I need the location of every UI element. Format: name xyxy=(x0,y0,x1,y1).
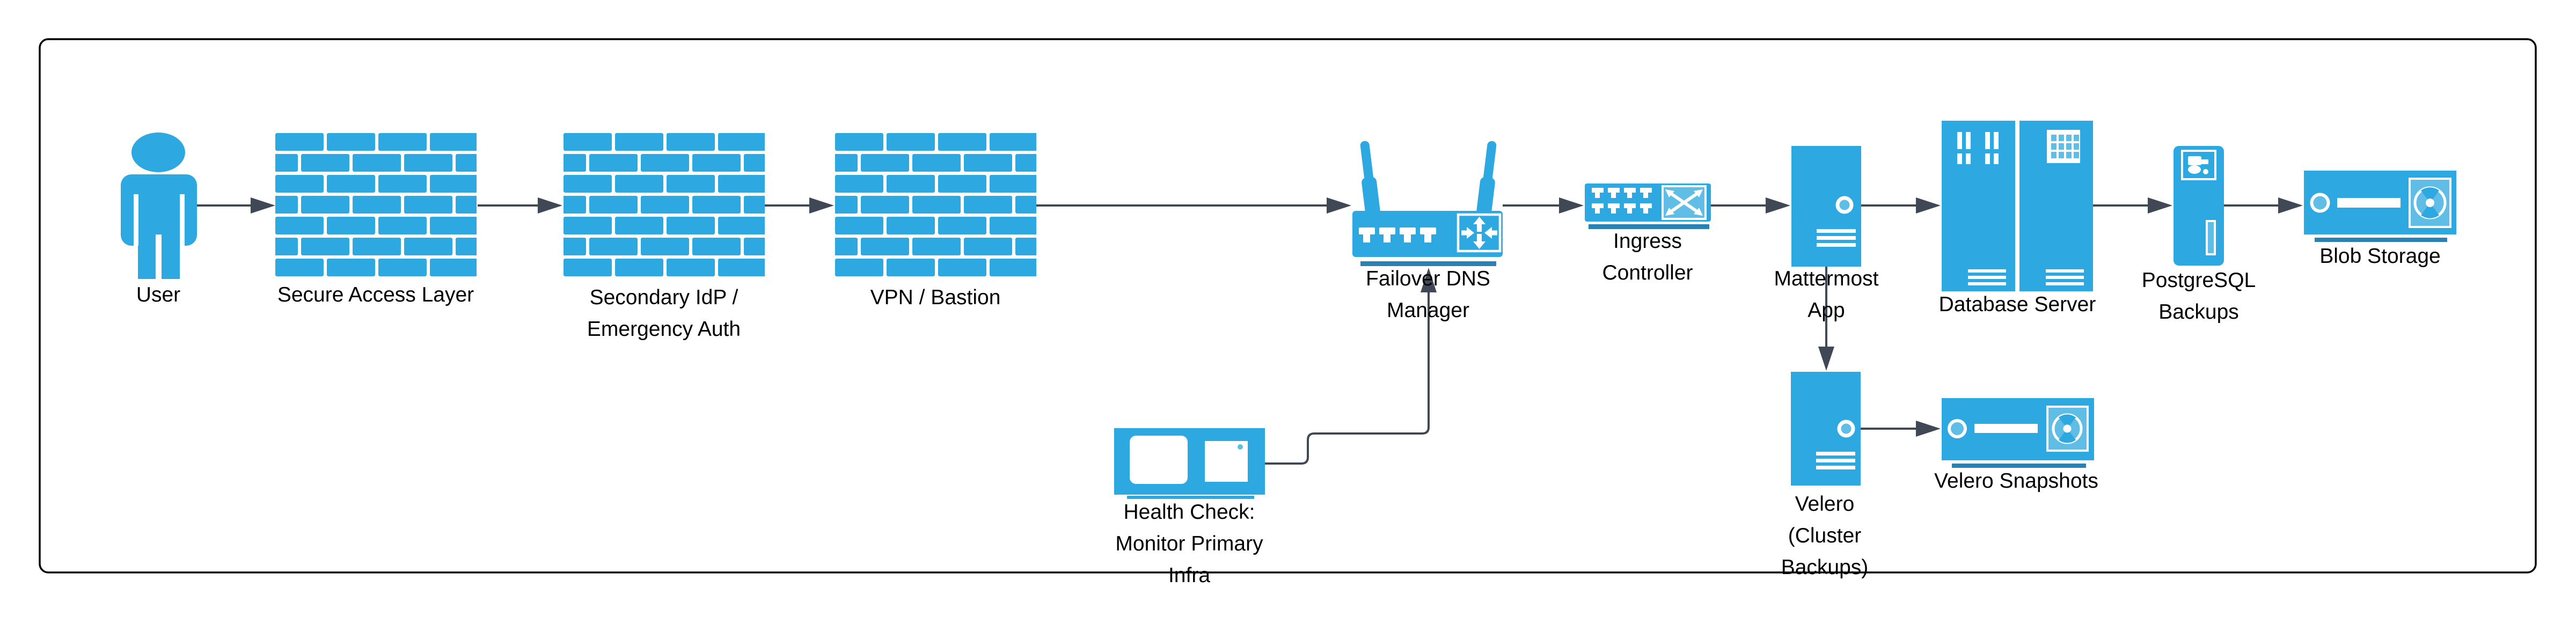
server-tower-icon-mattermost xyxy=(1791,146,1861,267)
network-switch-icon xyxy=(1585,183,1711,229)
node-label-vpn-bastion: VPN / Bastion xyxy=(870,286,1001,309)
switch-ports xyxy=(1592,188,1652,214)
node-label-user: User xyxy=(136,283,181,306)
monitor-icon-health-check xyxy=(1114,428,1265,499)
node-label-secure-access: Secure Access Layer xyxy=(277,283,474,306)
user-person-icon xyxy=(121,133,197,279)
router-ports xyxy=(1359,227,1436,242)
switch-crossover-glyph xyxy=(1662,185,1707,220)
server-tower-icon-velero xyxy=(1791,372,1861,486)
node-label-velero-snapshots: Velero Snapshots xyxy=(1934,469,2098,493)
router-cross-arrows-glyph xyxy=(1457,213,1502,253)
node-label-velero: Velero (Cluster Backups) xyxy=(1781,493,1869,579)
disk-storage-icon-velero-snapshots xyxy=(1942,398,2094,468)
server-tower-icon-postgresql xyxy=(2174,146,2224,266)
connector-arrows xyxy=(197,197,2303,465)
node-label-secondary-idp: Secondary IdP / Emergency Auth xyxy=(587,286,741,341)
node-label-mattermost-app: Mattermost App xyxy=(1774,267,1879,322)
rack-dot-matrix xyxy=(2047,130,2080,163)
node-label-health-check: Health Check: Monitor Primary Infra xyxy=(1115,501,1263,587)
rack-vent-bars xyxy=(1957,132,1999,164)
node-label-failover-dns: Failover DNS Manager xyxy=(1366,267,1490,322)
disk-reel-glyph xyxy=(2046,406,2089,452)
node-label-blob-storage: Blob Storage xyxy=(2319,245,2441,268)
node-label-ingress-controller: Ingress Controller xyxy=(1602,230,1693,284)
disk-reel-glyph xyxy=(2409,178,2451,228)
backup-media-glyph xyxy=(2188,156,2208,174)
node-label-postgresql-backups: PostgreSQL Backups xyxy=(2141,269,2256,324)
firewall-icon-vpn-bastion xyxy=(835,133,1036,279)
firewall-icon-secondary-idp xyxy=(564,133,765,279)
disk-storage-icon-blob xyxy=(2304,171,2456,242)
firewall-icon-secure-access-layer xyxy=(275,133,477,279)
wireless-router-icon xyxy=(1352,141,1503,266)
node-label-database-server: Database Server xyxy=(1938,293,2096,316)
server-rack-pair-icon xyxy=(1942,121,2093,291)
diagram-frame-border xyxy=(39,38,2537,574)
